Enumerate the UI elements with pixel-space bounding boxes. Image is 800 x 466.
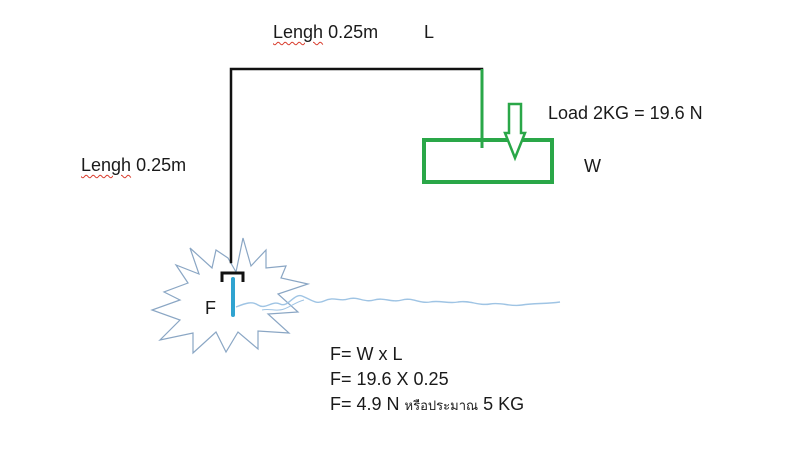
formula-line-2: F= 19.6 X 0.25 bbox=[330, 369, 449, 389]
top-length-value: 0.25m bbox=[328, 22, 379, 42]
side-length-label: Lengh 0.25m bbox=[81, 154, 186, 176]
weight-symbol-label: W bbox=[584, 156, 601, 176]
formula-block: F= W x L F= 19.6 X 0.25 F= 4.9 N หรือประ… bbox=[330, 342, 524, 418]
splash-burst bbox=[150, 237, 311, 355]
water-line bbox=[235, 294, 561, 308]
side-length-value: 0.25m bbox=[136, 155, 187, 175]
lever-frame bbox=[229, 67, 484, 264]
formula-approx-value: 5 KG bbox=[483, 394, 525, 414]
top-length-word: Lengh bbox=[273, 22, 324, 42]
side-length-word: Lengh bbox=[81, 155, 132, 175]
length-symbol-label: L bbox=[424, 22, 435, 42]
pivot-bracket bbox=[220, 271, 245, 282]
formula-line-1: F= W x L bbox=[330, 344, 403, 364]
force-symbol-label: F bbox=[205, 298, 216, 318]
formula-approx-word: หรือประมาณ bbox=[404, 398, 479, 413]
formula-line-3: F= 4.9 N หรือประมาณ 5 KG bbox=[330, 392, 524, 418]
load-arrow-icon bbox=[503, 102, 527, 162]
load-box bbox=[422, 138, 554, 184]
load-label: Load 2KG = 19.6 N bbox=[548, 103, 703, 123]
water-line-2 bbox=[261, 299, 305, 311]
top-length-label: Lengh 0.25m bbox=[273, 21, 378, 43]
formula-result: F= 4.9 N bbox=[330, 394, 400, 414]
